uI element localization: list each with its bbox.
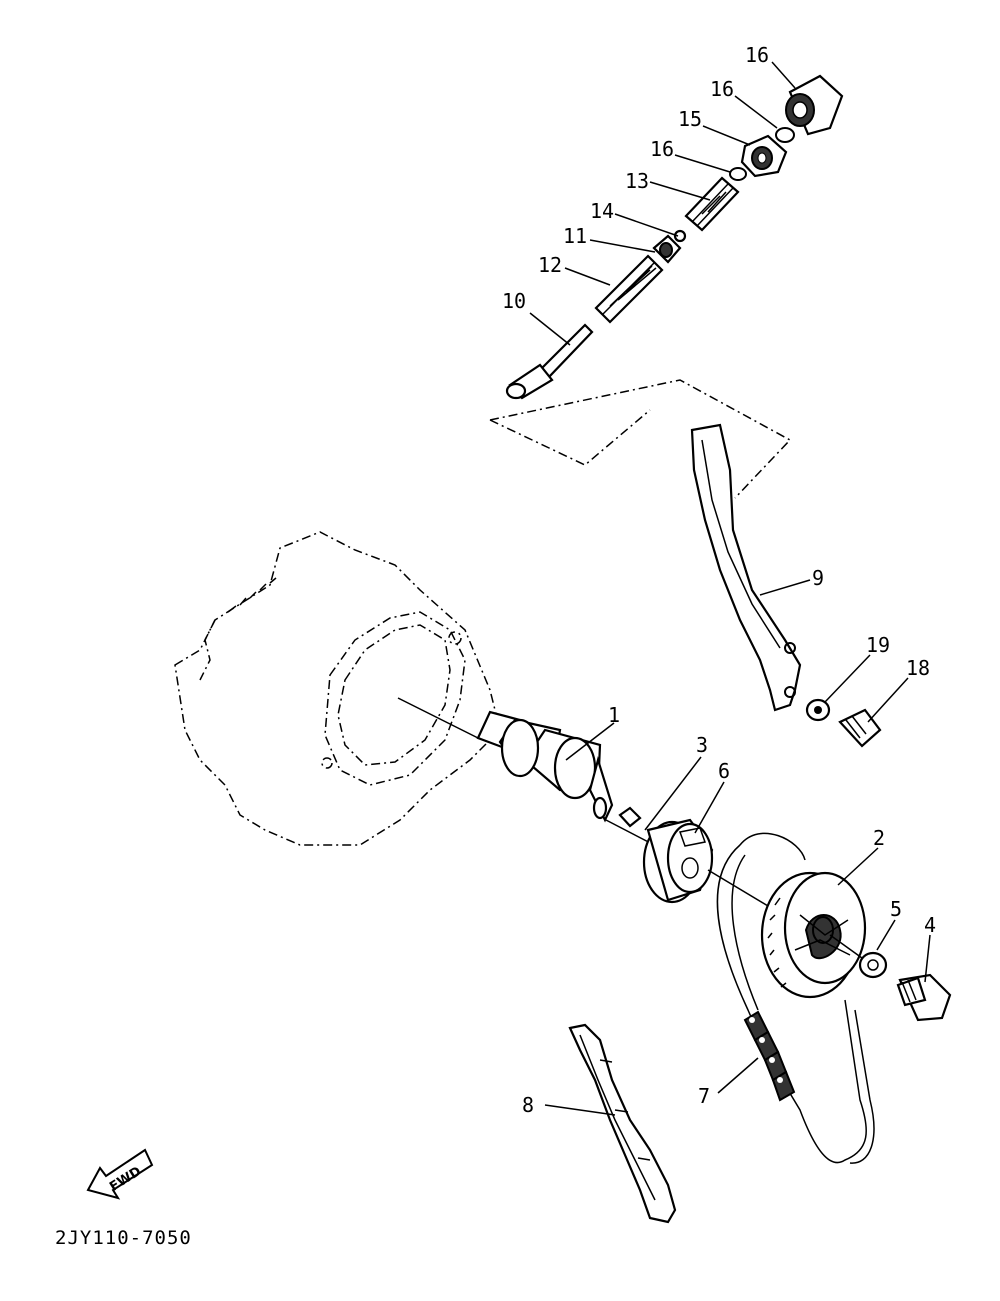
callout-14: 14 [590, 199, 614, 223]
callout-16-upper: 16 [710, 77, 734, 101]
washer-5-part [858, 951, 888, 979]
leader-lines [529, 61, 931, 1116]
callout-1: 1 [608, 703, 620, 727]
callout-3: 3 [696, 733, 708, 757]
axis-line-bolt [829, 934, 863, 959]
tensioner-cap-part [785, 74, 844, 136]
callout-17: 16 [745, 43, 769, 67]
bolt-4-part [896, 973, 952, 1022]
tensioner-collar-part [652, 234, 682, 264]
callout-4: 4 [924, 913, 936, 937]
tensioner-nut-part [740, 134, 788, 178]
callout-5: 5 [890, 897, 902, 921]
assembly-link-dashed [489, 379, 792, 499]
callout-18: 18 [906, 656, 930, 680]
callout-2: 2 [873, 826, 885, 850]
tensioner-pin-part [505, 323, 594, 400]
callout-10: 10 [502, 289, 526, 313]
callout-12: 12 [538, 253, 562, 277]
o-ring-upper-part [775, 127, 795, 143]
o-ring-lower-part [729, 167, 747, 181]
callout-11: 11 [563, 224, 587, 248]
tensioner-rod-spring-part [684, 176, 740, 232]
axis-line-head [397, 697, 479, 739]
ball-part [673, 229, 687, 243]
callout-15: 15 [678, 107, 702, 131]
forward-direction-arrow: FWD [86, 1148, 154, 1200]
tensioner-spring-part [594, 254, 664, 324]
camshaft-part [476, 710, 614, 823]
cylinder-head-phantom [174, 531, 501, 846]
chain-guide-upper-part [690, 423, 802, 712]
callout-19: 19 [866, 633, 890, 657]
callout-8: 8 [522, 1093, 534, 1117]
fwd-label: FWD [107, 1164, 144, 1195]
callout-16-lower: 16 [650, 137, 674, 161]
callout-7: 7 [698, 1084, 710, 1108]
drawing-code: 2JY110-7050 [55, 1227, 192, 1249]
cam-chain-part [743, 1010, 796, 1102]
cam-chain-outline [716, 832, 867, 1164]
callout-13: 13 [625, 169, 649, 193]
callout-9: 9 [812, 566, 824, 590]
chain-guide-lower-part [568, 1023, 677, 1224]
dowel-pin-part [618, 806, 642, 828]
callout-6: 6 [718, 759, 730, 783]
cam-plate-part [642, 818, 714, 904]
cam-sprocket-part [760, 871, 867, 999]
